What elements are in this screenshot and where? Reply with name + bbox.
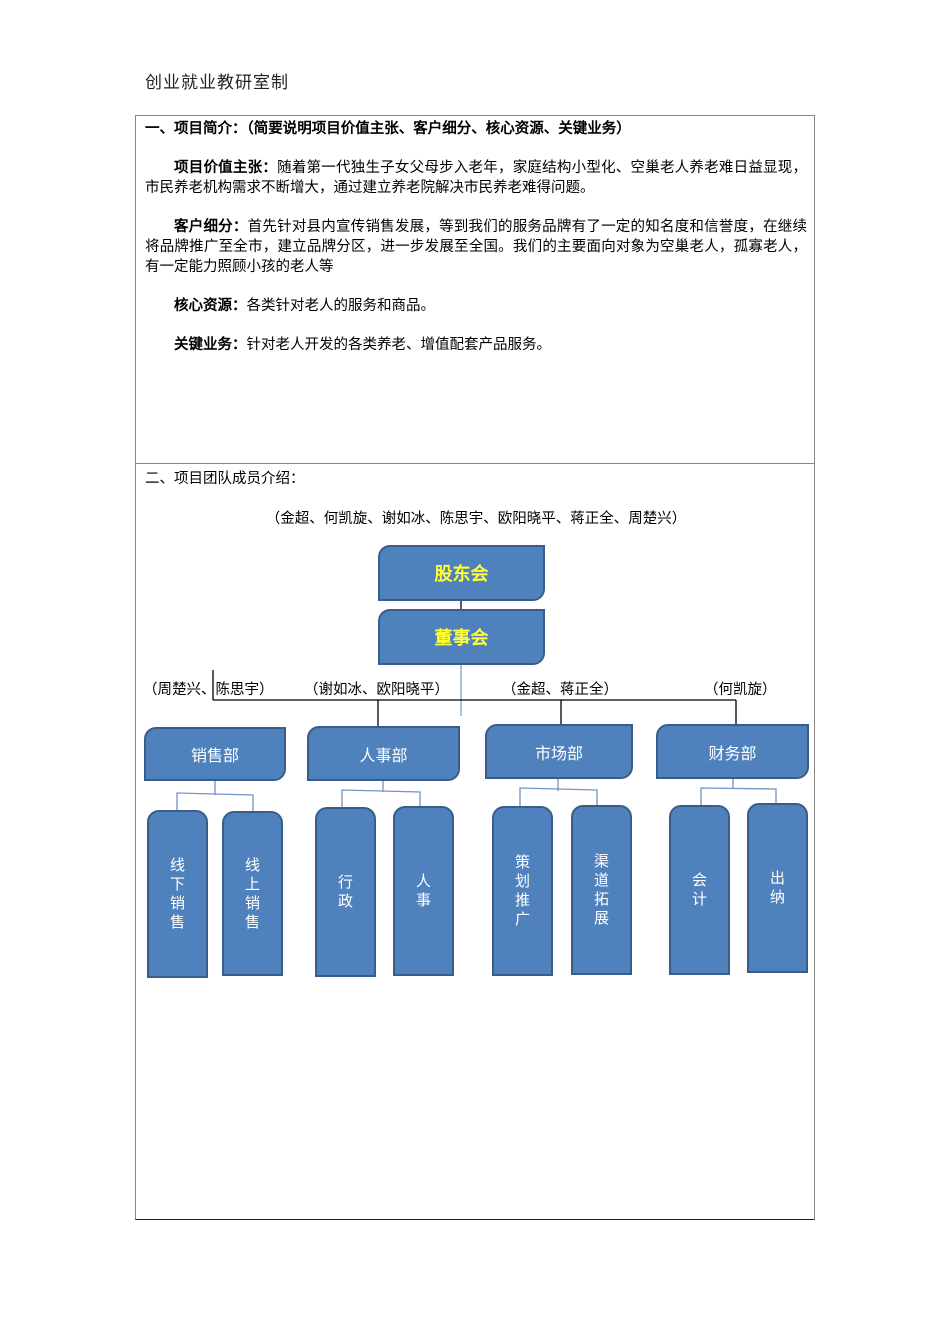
node-label: 市场部 xyxy=(534,743,583,763)
org-node-cashier: 出纳 xyxy=(747,803,808,973)
paragraph-label: 客户细分： xyxy=(174,218,248,235)
table-row-divider xyxy=(136,463,814,464)
paragraph-key-activities: 关键业务：针对老人开发的各类养老、增值配套产品服务。 xyxy=(145,335,807,355)
node-label: 线下销售 xyxy=(169,856,185,931)
org-node-channel-expansion: 渠道拓展 xyxy=(571,805,632,975)
dept-members-finance: （何凯旋） xyxy=(704,682,777,698)
org-node-hr-dept: 人事部 xyxy=(307,726,460,781)
node-label: 会计 xyxy=(691,871,707,908)
node-label: 股东会 xyxy=(434,564,489,585)
org-node-shareholders: 股东会 xyxy=(378,545,545,601)
node-label: 财务部 xyxy=(708,743,757,763)
dept-members-sales: （周楚兴、陈思宇） xyxy=(143,682,274,698)
org-node-accounting: 会计 xyxy=(669,805,730,975)
team-members-list: （金超、何凯旋、谢如冰、陈思宇、欧阳晓平、蒋正全、周楚兴） xyxy=(265,511,687,527)
project-form-table: 一、项目简介：（简要说明项目价值主张、客户细分、核心资源、关键业务） 项目价值主… xyxy=(135,115,815,1220)
org-node-administration: 行政 xyxy=(315,807,376,977)
node-label: 渠道拓展 xyxy=(593,852,609,927)
paragraph-label: 项目价值主张： xyxy=(174,159,278,176)
node-label: 董事会 xyxy=(434,628,489,649)
paragraph-text: 各类针对老人的服务和商品。 xyxy=(246,298,436,314)
section-2-title: 二、项目团队成员介绍： xyxy=(145,471,305,487)
org-node-marketing-dept: 市场部 xyxy=(485,724,633,779)
org-node-offline-sales: 线下销售 xyxy=(147,810,208,978)
page-header-title: 创业就业教研室制 xyxy=(145,73,289,93)
org-node-finance-dept: 财务部 xyxy=(656,724,809,779)
node-label: 人事部 xyxy=(359,745,408,765)
dept-members-marketing: （金超、蒋正全） xyxy=(502,682,618,698)
org-node-personnel: 人事 xyxy=(393,806,454,976)
paragraph-value-proposition: 项目价值主张：随着第一代独生子女父母步入老年，家庭结构小型化、空巢老人养老难日益… xyxy=(145,158,807,198)
node-label: 策划推广 xyxy=(514,853,530,928)
org-node-planning-promotion: 策划推广 xyxy=(492,806,553,976)
dept-members-hr: （谢如冰、欧阳晓平） xyxy=(304,682,449,698)
node-label: 线上销售 xyxy=(244,855,260,931)
section-project-intro: 一、项目简介：（简要说明项目价值主张、客户细分、核心资源、关键业务） 项目价值主… xyxy=(145,119,807,355)
node-label: 出纳 xyxy=(769,869,785,906)
org-node-online-sales: 线上销售 xyxy=(222,811,283,976)
paragraph-text: 首先针对县内宣传销售发展，等到我们的服务品牌有了一定的知名度和信誉度，在继续将品… xyxy=(145,219,808,275)
paragraph-text: 随着第一代独生子女父母步入老年，家庭结构小型化、空巢老人养老难日益显现，市民养老… xyxy=(145,160,808,196)
org-node-board: 董事会 xyxy=(378,609,545,665)
paragraph-label: 关键业务： xyxy=(174,336,247,353)
node-label: 人事 xyxy=(415,872,431,909)
paragraph-customer-segments: 客户细分：首先针对县内宣传销售发展，等到我们的服务品牌有了一定的知名度和信誉度，… xyxy=(145,217,807,277)
org-node-sales-dept: 销售部 xyxy=(144,727,286,781)
paragraph-text: 针对老人开发的各类养老、增值配套产品服务。 xyxy=(246,337,552,353)
paragraph-key-resources: 核心资源：各类针对老人的服务和商品。 xyxy=(145,296,807,316)
node-label: 行政 xyxy=(337,873,353,910)
paragraph-label: 核心资源： xyxy=(174,297,247,314)
node-label: 销售部 xyxy=(190,746,239,765)
section-1-title: 一、项目简介：（简要说明项目价值主张、客户细分、核心资源、关键业务） xyxy=(145,120,631,137)
